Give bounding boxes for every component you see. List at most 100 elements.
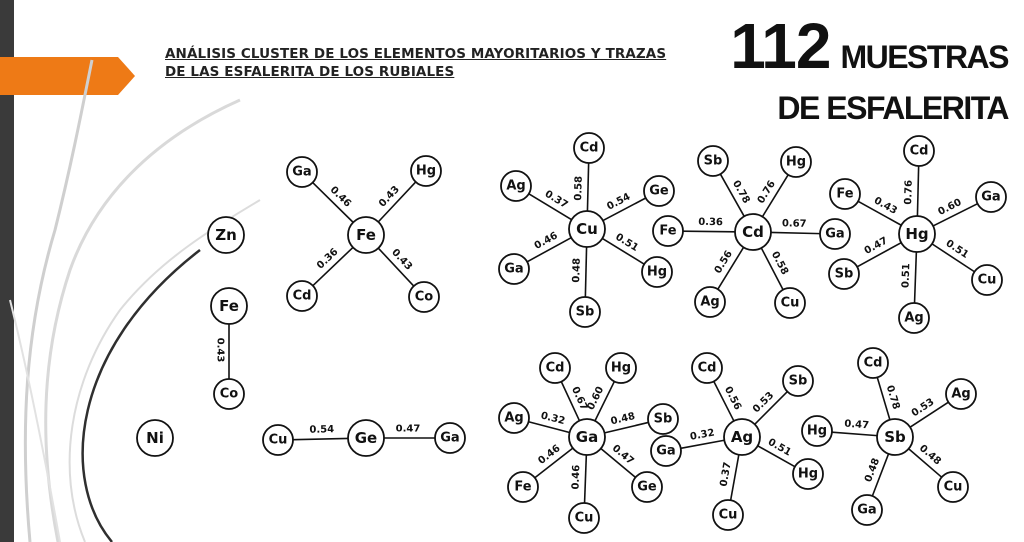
- slide-title: ANÁLISIS CLUSTER DE LOS ELEMENTOS MAYORI…: [165, 46, 667, 80]
- node-sb-ga-label: Ga: [857, 503, 876, 518]
- center-ni-label: Ni: [146, 429, 164, 447]
- node-cd-ga-circle: [819, 218, 851, 250]
- node-hg-sb-circle: [828, 258, 860, 290]
- node-hg-fe-circle: [829, 178, 861, 210]
- link-sb-cd: [876, 377, 891, 420]
- link-ga-sb: [604, 421, 649, 434]
- center-cu-circle: [568, 210, 606, 248]
- node-cu-ge-circle: [643, 175, 675, 207]
- link-fe-co: [377, 247, 415, 287]
- node-fe-co-label: Co: [415, 290, 434, 305]
- corr-ga-ag: 0.32: [539, 410, 566, 427]
- node-cd-cu-circle: [774, 287, 806, 319]
- corr-cu-hg: 0.51: [613, 232, 640, 254]
- node-cu-ga-circle: [498, 253, 530, 285]
- corr-sb-ag: 0.53: [910, 397, 937, 420]
- node-fe-cd-circle: [286, 280, 318, 312]
- center-cu-label: Cu: [576, 220, 598, 238]
- node-ga-fe-circle: [507, 471, 539, 503]
- node-cu-sb-label: Sb: [576, 305, 595, 320]
- link-fe-cd: [312, 246, 354, 287]
- node-cu-cd-label: Cd: [580, 141, 599, 156]
- node-ag-cd-label: Cd: [698, 361, 717, 376]
- link-sb-ga: [871, 453, 890, 497]
- link-hg-sb: [856, 241, 902, 268]
- corr-ge-ga: 0.47: [396, 424, 421, 435]
- left-accent-bar: [0, 0, 14, 542]
- link-ga-ge: [600, 447, 636, 479]
- corr-ga-ge: 0.47: [610, 443, 636, 467]
- link-ag-cu: [729, 454, 740, 501]
- center-fe-co-circle: [210, 287, 248, 325]
- node-ge-cu-label: Cu: [269, 433, 288, 448]
- link-cu-hg: [601, 237, 645, 265]
- node-cd-fe-label: Fe: [659, 224, 676, 239]
- center-cd-circle: [734, 213, 772, 251]
- node-hg-ag-label: Ag: [904, 311, 923, 326]
- corr-fe-hg: 0.43: [377, 184, 402, 210]
- center-cd-label: Cd: [742, 223, 764, 241]
- corr-ga-cu: 0.46: [571, 465, 583, 490]
- center-ag-circle: [723, 418, 761, 456]
- node-sb-ga-circle: [851, 494, 883, 526]
- node-sb-hg-label: Hg: [807, 424, 827, 439]
- corr-ga-sb: 0.48: [610, 411, 637, 427]
- corr-ga-fe: 0.46: [536, 443, 562, 467]
- center-zn-label: Zn: [215, 226, 237, 244]
- node-ga-cu-label: Cu: [575, 511, 594, 526]
- node-fe-hg-circle: [410, 155, 442, 187]
- corr-fe-ga: 0.46: [328, 185, 353, 210]
- node-ge-cu-circle: [262, 424, 294, 456]
- node-ga-cd-label: Cd: [546, 361, 565, 376]
- node-ga-hg-label: Hg: [611, 361, 631, 376]
- node-cd-hg-label: Hg: [786, 155, 806, 170]
- node-hg-ga-circle: [975, 181, 1007, 213]
- node-sb-hg-circle: [801, 415, 833, 447]
- corr-hg-sb: 0.47: [863, 235, 890, 257]
- node-cu-ag-circle: [500, 170, 532, 202]
- node-ga-fe-label: Fe: [514, 480, 531, 495]
- node-cu-ag-label: Ag: [506, 179, 525, 194]
- corr-cd-sb: 0.78: [730, 179, 752, 206]
- node-ag-cu-circle: [712, 499, 744, 531]
- node-ag-hg-circle: [792, 458, 824, 490]
- link-ag-hg: [757, 445, 796, 468]
- decorative-curves: [9, 59, 261, 542]
- sample-count: 112: [730, 10, 831, 82]
- node-ga-cu-circle: [568, 502, 600, 534]
- link-hg-ga: [932, 202, 978, 227]
- node-cu-cd-circle: [573, 132, 605, 164]
- node-cu-hg-label: Hg: [647, 265, 667, 280]
- node-ge-ga-label: Ga: [440, 431, 459, 446]
- center-hg-label: Hg: [905, 225, 928, 243]
- corr-cd-cu: 0.58: [769, 250, 790, 277]
- node-hg-cd-label: Cd: [910, 144, 929, 159]
- corr-hg-fe: 0.43: [872, 195, 899, 217]
- center-ag-label: Ag: [731, 428, 753, 446]
- link-sb-ag: [909, 401, 949, 428]
- node-cu-hg-circle: [641, 256, 673, 288]
- node-ag-ga-label: Ga: [656, 444, 675, 459]
- node-hg-cu-label: Cu: [978, 273, 997, 288]
- node-ag-cu-label: Cu: [719, 508, 738, 523]
- node-cd-ag-label: Ag: [700, 295, 719, 310]
- corr-cu-cd: 0.58: [573, 176, 585, 201]
- corr-cd-hg: 0.76: [756, 179, 778, 206]
- node-ga-cd-circle: [539, 352, 571, 384]
- corr-ag-ga: 0.32: [689, 428, 715, 443]
- corr-fe-co: 0.43: [389, 247, 414, 273]
- link-ga-cd: [560, 381, 581, 422]
- link-cd-cu: [760, 247, 784, 291]
- node-fe-ga-circle: [286, 156, 318, 188]
- link-cd-ag: [717, 246, 745, 290]
- node-ga-ge-label: Ge: [637, 480, 657, 495]
- node-ga-hg-circle: [605, 352, 637, 384]
- center-fe-circle: [347, 216, 385, 254]
